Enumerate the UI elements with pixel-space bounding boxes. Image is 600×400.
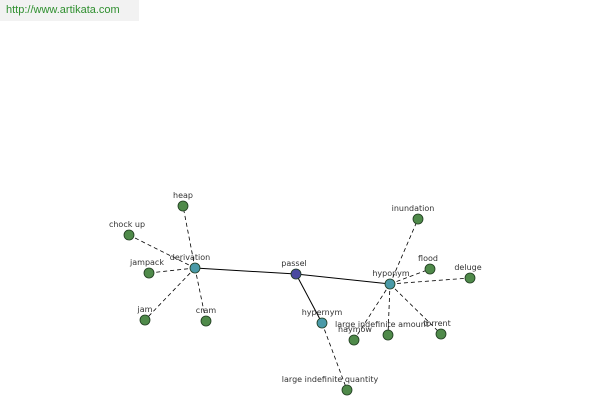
word-node-heap-label: heap (173, 191, 193, 200)
edge-derivation-heap (182, 205, 196, 269)
word-node-flood-dot[interactable] (424, 263, 436, 275)
word-node-flood[interactable]: flood (418, 254, 438, 275)
word-node-jampack-dot[interactable] (143, 267, 155, 279)
word-node-deluge-dot[interactable] (464, 272, 476, 284)
word-node-inundation-dot[interactable] (412, 213, 424, 225)
word-node-large-indefinite-quantity[interactable]: large indefinite quantity (282, 375, 379, 396)
edge-derivation-chock-up (128, 234, 196, 269)
word-node-torrent[interactable]: torrent (423, 319, 451, 340)
relation-node-derivation[interactable]: derivation (170, 253, 210, 274)
word-node-large-indefinite-amount-label: large indefinite amount (335, 320, 429, 329)
edge-root-derivation (194, 267, 297, 275)
word-node-deluge-label: deluge (454, 263, 481, 272)
relation-node-hyponym[interactable]: hyponym (372, 269, 410, 290)
edge-hyponym-inundation (389, 218, 419, 285)
relation-node-derivation-dot[interactable] (189, 262, 201, 274)
relation-node-hypernym-dot[interactable] (316, 317, 328, 329)
word-node-jam[interactable]: jam (137, 305, 153, 326)
root-node-passel[interactable]: passel (281, 259, 307, 280)
word-node-chock-up[interactable]: chock up (109, 220, 145, 241)
word-node-torrent-label: torrent (423, 319, 450, 328)
word-node-deluge[interactable]: deluge (454, 263, 482, 284)
edge-root-hypernym (295, 273, 323, 324)
root-node-passel-dot[interactable] (290, 268, 302, 280)
word-node-jam-label: jam (137, 305, 153, 314)
site-url-link[interactable]: http://www.artikata.com (6, 4, 120, 16)
edge-hyponym-large-indefinite-amount (387, 283, 391, 336)
word-node-large-indefinite-quantity-label: large indefinite quantity (282, 375, 379, 384)
word-node-flood-label: flood (418, 254, 438, 263)
relation-node-derivation-label: derivation (170, 253, 210, 262)
word-node-large-indefinite-amount-dot[interactable] (382, 329, 394, 341)
relation-node-hyponym-dot[interactable] (384, 278, 396, 290)
edge-hyponym-torrent (389, 283, 442, 335)
word-node-inundation-label: inundation (392, 204, 435, 213)
word-node-jampack-label: jampack (129, 258, 164, 267)
watermark-bar: http://www.artikata.com (0, 0, 139, 21)
edge-hyponym-deluge (389, 277, 471, 285)
word-node-chock-up-dot[interactable] (123, 229, 135, 241)
word-node-torrent-dot[interactable] (435, 328, 447, 340)
graph-edges (128, 205, 471, 391)
word-node-cram[interactable]: cram (196, 306, 217, 327)
graph-nodes: heap chock up jampack jam cram large indefini… (109, 191, 482, 396)
word-node-jam-dot[interactable] (139, 314, 151, 326)
edge-derivation-cram (194, 267, 207, 322)
word-node-haymow-label: haymow (338, 325, 372, 334)
edge-root-hyponym (295, 273, 391, 285)
word-node-heap-dot[interactable] (177, 200, 189, 212)
word-node-heap[interactable]: heap (173, 191, 193, 212)
word-node-cram-dot[interactable] (200, 315, 212, 327)
word-node-chock-up-label: chock up (109, 220, 145, 229)
edge-hyponym-flood (389, 268, 431, 285)
relation-node-hypernym[interactable]: hypernym (302, 308, 343, 329)
word-node-haymow-dot[interactable] (348, 334, 360, 346)
word-node-inundation[interactable]: inundation (392, 204, 435, 225)
relation-node-hyponym-label: hyponym (372, 269, 410, 278)
word-node-large-indefinite-amount[interactable]: large indefinite amount (335, 320, 429, 341)
word-node-haymow[interactable]: haymow (338, 325, 372, 346)
edge-derivation-jampack (148, 267, 196, 274)
word-node-cram-label: cram (196, 306, 217, 315)
word-node-jampack[interactable]: jampack (129, 258, 164, 279)
edge-derivation-jam (144, 267, 196, 321)
word-node-large-indefinite-quantity-dot[interactable] (341, 384, 353, 396)
root-node-passel-label: passel (281, 259, 306, 268)
relation-node-hypernym-label: hypernym (302, 308, 343, 317)
edge-hypernym-large-indefinite-quantity (321, 322, 348, 391)
